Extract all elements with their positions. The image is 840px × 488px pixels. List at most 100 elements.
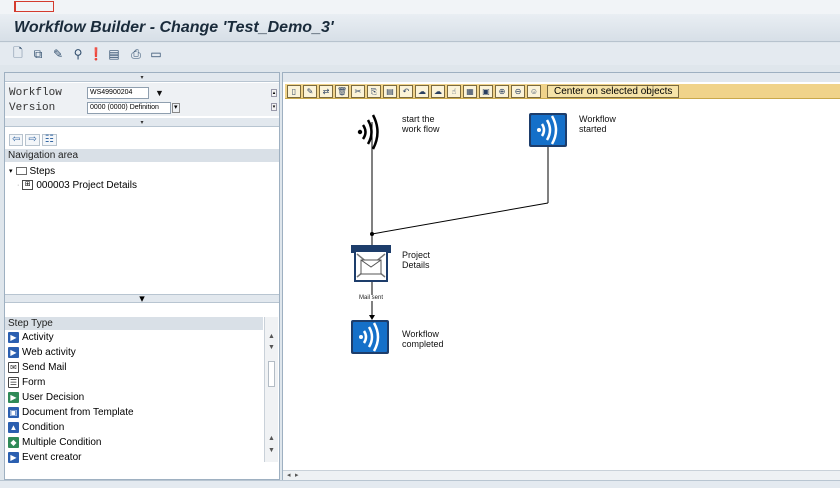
step-item-form[interactable]: ☰ Form: [5, 375, 263, 390]
step-type-header: Step Type: [5, 317, 263, 330]
scroll-down-icon[interactable]: ▼: [268, 344, 275, 351]
check-icon[interactable]: ⚲: [73, 47, 83, 61]
overview-icon[interactable]: ▣: [479, 84, 493, 98]
step-item-document-template[interactable]: ▣ Document from Template: [5, 405, 263, 420]
command-field-marker[interactable]: [14, 1, 54, 12]
person-icon[interactable]: ☺: [527, 84, 541, 98]
forward-icon[interactable]: ⇨: [25, 134, 40, 146]
scroll-up-icon[interactable]: ▲: [268, 333, 275, 340]
page-title: Workflow Builder - Change 'Test_Demo_3': [14, 19, 334, 36]
project-details-label: Project Details: [402, 250, 431, 270]
document-template-icon: ▣: [8, 407, 19, 418]
version-select[interactable]: 0000 (0000) Definition: [87, 102, 171, 114]
step-item-web-activity[interactable]: ▶ Web activity: [5, 345, 263, 360]
center-on-selected-button[interactable]: Center on selected objects: [547, 84, 680, 98]
step-type-list: ▶ Activity ▶ Web activity ✉ Send Mail ☰ …: [5, 330, 263, 465]
scroll-up-icon[interactable]: ▴: [271, 89, 277, 97]
tree-root[interactable]: ▾ Steps: [9, 164, 55, 178]
copy-icon[interactable]: ⎘: [367, 84, 381, 98]
left-pane: ▾ Workflow WS49900204 ▼ Version 0000 (00…: [4, 72, 280, 480]
list-item: Web activity: [22, 347, 76, 358]
cut-icon[interactable]: ✂: [351, 84, 365, 98]
workflow-field[interactable]: WS49900204: [87, 87, 149, 99]
workflow-completed-icon[interactable]: [351, 320, 389, 354]
zoom-in-icon[interactable]: ⊕: [495, 84, 509, 98]
condition-icon: ▲: [8, 422, 19, 433]
form-icon: ☰: [8, 377, 19, 388]
application-toolbar: 🗋 ⧉ ✎ ⚲ ❗ ▤ ⎙ ▭: [0, 43, 840, 65]
step-item-send-mail[interactable]: ✉ Send Mail: [5, 360, 263, 375]
scroll-left-icon[interactable]: ◂: [287, 472, 291, 479]
top-strip: [0, 0, 840, 14]
pane-splitter[interactable]: ▾: [5, 293, 279, 305]
workflow-canvas[interactable]: start the work flow Workflow started Pro…: [283, 100, 840, 470]
start-event-label: start the work flow: [402, 114, 440, 134]
step-item-condition[interactable]: ▲ Condition: [5, 420, 263, 435]
list-item: Send Mail: [22, 362, 67, 373]
graphic-toolbar: ▯ ✎ ⇄ 🗑 ✂ ⎘ ▤ ↶ ☁ ☁ ☝ ▦ ▣ ⊕ ⊖ ☺ Center o…: [285, 84, 840, 99]
link-label: Mail sent: [359, 295, 384, 301]
folder-icon: [15, 167, 27, 175]
step-icon: ⊞: [22, 180, 34, 190]
activity-icon: ▶: [8, 332, 19, 343]
cloud-alt-icon[interactable]: ☁: [431, 84, 445, 98]
workflow-started-icon[interactable]: [529, 113, 567, 147]
tree-icon[interactable]: ▤: [108, 47, 120, 61]
title-bar: Workflow Builder - Change 'Test_Demo_3': [0, 14, 840, 42]
workflow-label: Workflow: [9, 87, 62, 99]
structure-icon[interactable]: ☷: [41, 134, 57, 146]
list-item: Form: [22, 377, 46, 388]
connector-line: [371, 202, 549, 235]
expand-icon[interactable]: ▾: [9, 168, 13, 175]
web-activity-icon: ▶: [8, 347, 19, 358]
graphic-grabber[interactable]: [283, 73, 840, 82]
tree-item-label: 000003 Project Details: [36, 179, 137, 191]
undo-icon[interactable]: ↶: [399, 84, 413, 98]
tree-item[interactable]: · ⊞ 000003 Project Details: [17, 179, 137, 191]
back-icon[interactable]: ⇦: [9, 134, 24, 146]
cloud-icon[interactable]: ☁: [415, 84, 429, 98]
scroll-right-icon[interactable]: ▸: [295, 472, 299, 479]
list-item: Event creator: [22, 452, 82, 463]
edit-icon[interactable]: ✎: [303, 84, 317, 98]
tree-root-label: Steps: [29, 165, 56, 177]
horizontal-scrollbar[interactable]: ◂ ▸: [283, 470, 840, 481]
layout-icon[interactable]: ▭: [150, 47, 162, 61]
workflow-graph: [351, 113, 567, 354]
step-item-event-creator[interactable]: ▶ Event creator: [5, 450, 263, 465]
new-icon[interactable]: ▯: [287, 84, 301, 98]
step-item-user-decision[interactable]: ▶ User Decision: [5, 390, 263, 405]
multiple-condition-icon: ◆: [8, 437, 19, 448]
grid-icon[interactable]: ▦: [463, 84, 477, 98]
top-grabber[interactable]: ▾: [5, 73, 279, 82]
user-decision-icon: ▶: [8, 392, 19, 403]
activate-icon[interactable]: ❗: [88, 47, 104, 61]
print-icon[interactable]: ⎙: [131, 46, 141, 61]
list-item: User Decision: [22, 392, 85, 403]
scroll-down-icon[interactable]: ▾: [271, 103, 277, 111]
step-type-scrollbar[interactable]: ▲ ▼ ▲ ▼: [264, 317, 278, 462]
zoom-out-icon[interactable]: ⊖: [511, 84, 525, 98]
arrow-head: [369, 315, 375, 320]
paste-icon[interactable]: ▤: [383, 84, 397, 98]
workflow-completed-label: Workflow completed: [402, 329, 444, 349]
step-item-multiple-condition[interactable]: ◆ Multiple Condition: [5, 435, 263, 450]
link-icon[interactable]: ⇄: [319, 84, 333, 98]
scroll-down-icon[interactable]: ▼: [268, 447, 275, 454]
other-object-icon[interactable]: ⧉: [33, 46, 43, 61]
version-dropdown-icon[interactable]: ▾: [172, 103, 180, 113]
edit-icon[interactable]: ✎: [52, 47, 64, 61]
hand-icon[interactable]: ☝: [447, 84, 461, 98]
workflow-dropdown-icon[interactable]: ▼: [155, 88, 164, 98]
delete-icon[interactable]: 🗑: [335, 84, 349, 98]
event-creator-icon: ▶: [8, 452, 19, 463]
list-item: Document from Template: [22, 407, 134, 418]
list-item: Multiple Condition: [22, 437, 102, 448]
scroll-thumb[interactable]: [268, 361, 275, 387]
new-document-icon[interactable]: 🗋: [13, 45, 23, 60]
scroll-up-icon[interactable]: ▲: [268, 435, 275, 442]
nav-grabber[interactable]: ▾: [5, 118, 279, 127]
start-event-icon[interactable]: [357, 114, 379, 150]
step-item-activity[interactable]: ▶ Activity: [5, 330, 263, 345]
project-details-step-icon[interactable]: [351, 245, 391, 282]
